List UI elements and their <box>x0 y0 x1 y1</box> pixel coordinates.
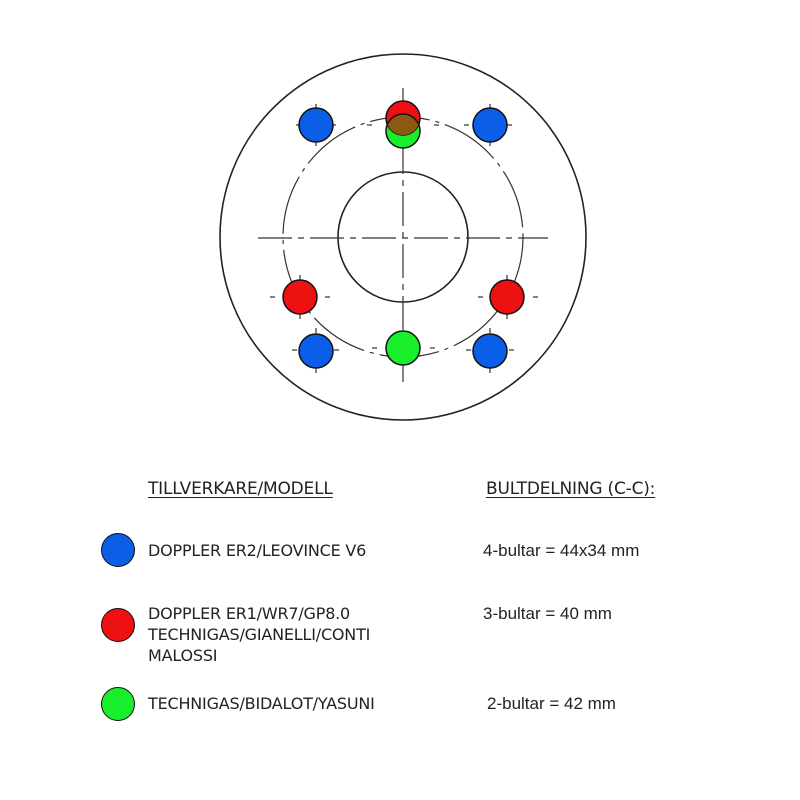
legend-label-line: TECHNIGAS/BIDALOT/YASUNI <box>148 694 375 713</box>
red-bolt-hole <box>489 279 525 315</box>
green-dot-icon <box>101 687 135 721</box>
blue-bolt-hole <box>298 107 334 143</box>
blue-bolt-hole <box>472 333 508 369</box>
legend-label: DOPPLER ER2/LEOVINCE V6 <box>148 540 366 561</box>
legend-label-line: DOPPLER ER1/WR7/GP8.0 <box>148 604 351 623</box>
legend-value: 4-bultar = 44x34 mm <box>483 541 640 560</box>
overlap-bolt-hole <box>386 113 420 135</box>
bolt-pattern-header: BULTDELNING (C-C): <box>486 479 656 499</box>
blue-bolt-hole <box>298 333 334 369</box>
flange-diagram <box>219 53 587 421</box>
legend-value: 2-bultar = 42 mm <box>487 694 616 713</box>
legend-label-line: DOPPLER ER2/LEOVINCE V6 <box>148 541 367 560</box>
red-bolt-hole <box>282 279 318 315</box>
blue-dot-icon <box>101 533 135 567</box>
manufacturer-header: TILLVERKARE/MODELL <box>148 479 333 499</box>
legend-value: 3-bultar = 40 mm <box>483 604 612 623</box>
legend-label-line: TECHNIGAS/GIANELLI/CONTI <box>148 625 371 644</box>
legend-label-line: MALOSSI <box>148 646 218 665</box>
outer-flange-ring <box>219 53 587 421</box>
legend-label: TECHNIGAS/BIDALOT/YASUNI <box>148 693 375 714</box>
blue-bolt-hole <box>472 107 508 143</box>
green-bolt-hole <box>385 330 421 366</box>
legend-label: DOPPLER ER1/WR7/GP8.0 TECHNIGAS/GIANELLI… <box>148 603 370 666</box>
red-dot-icon <box>101 608 135 642</box>
